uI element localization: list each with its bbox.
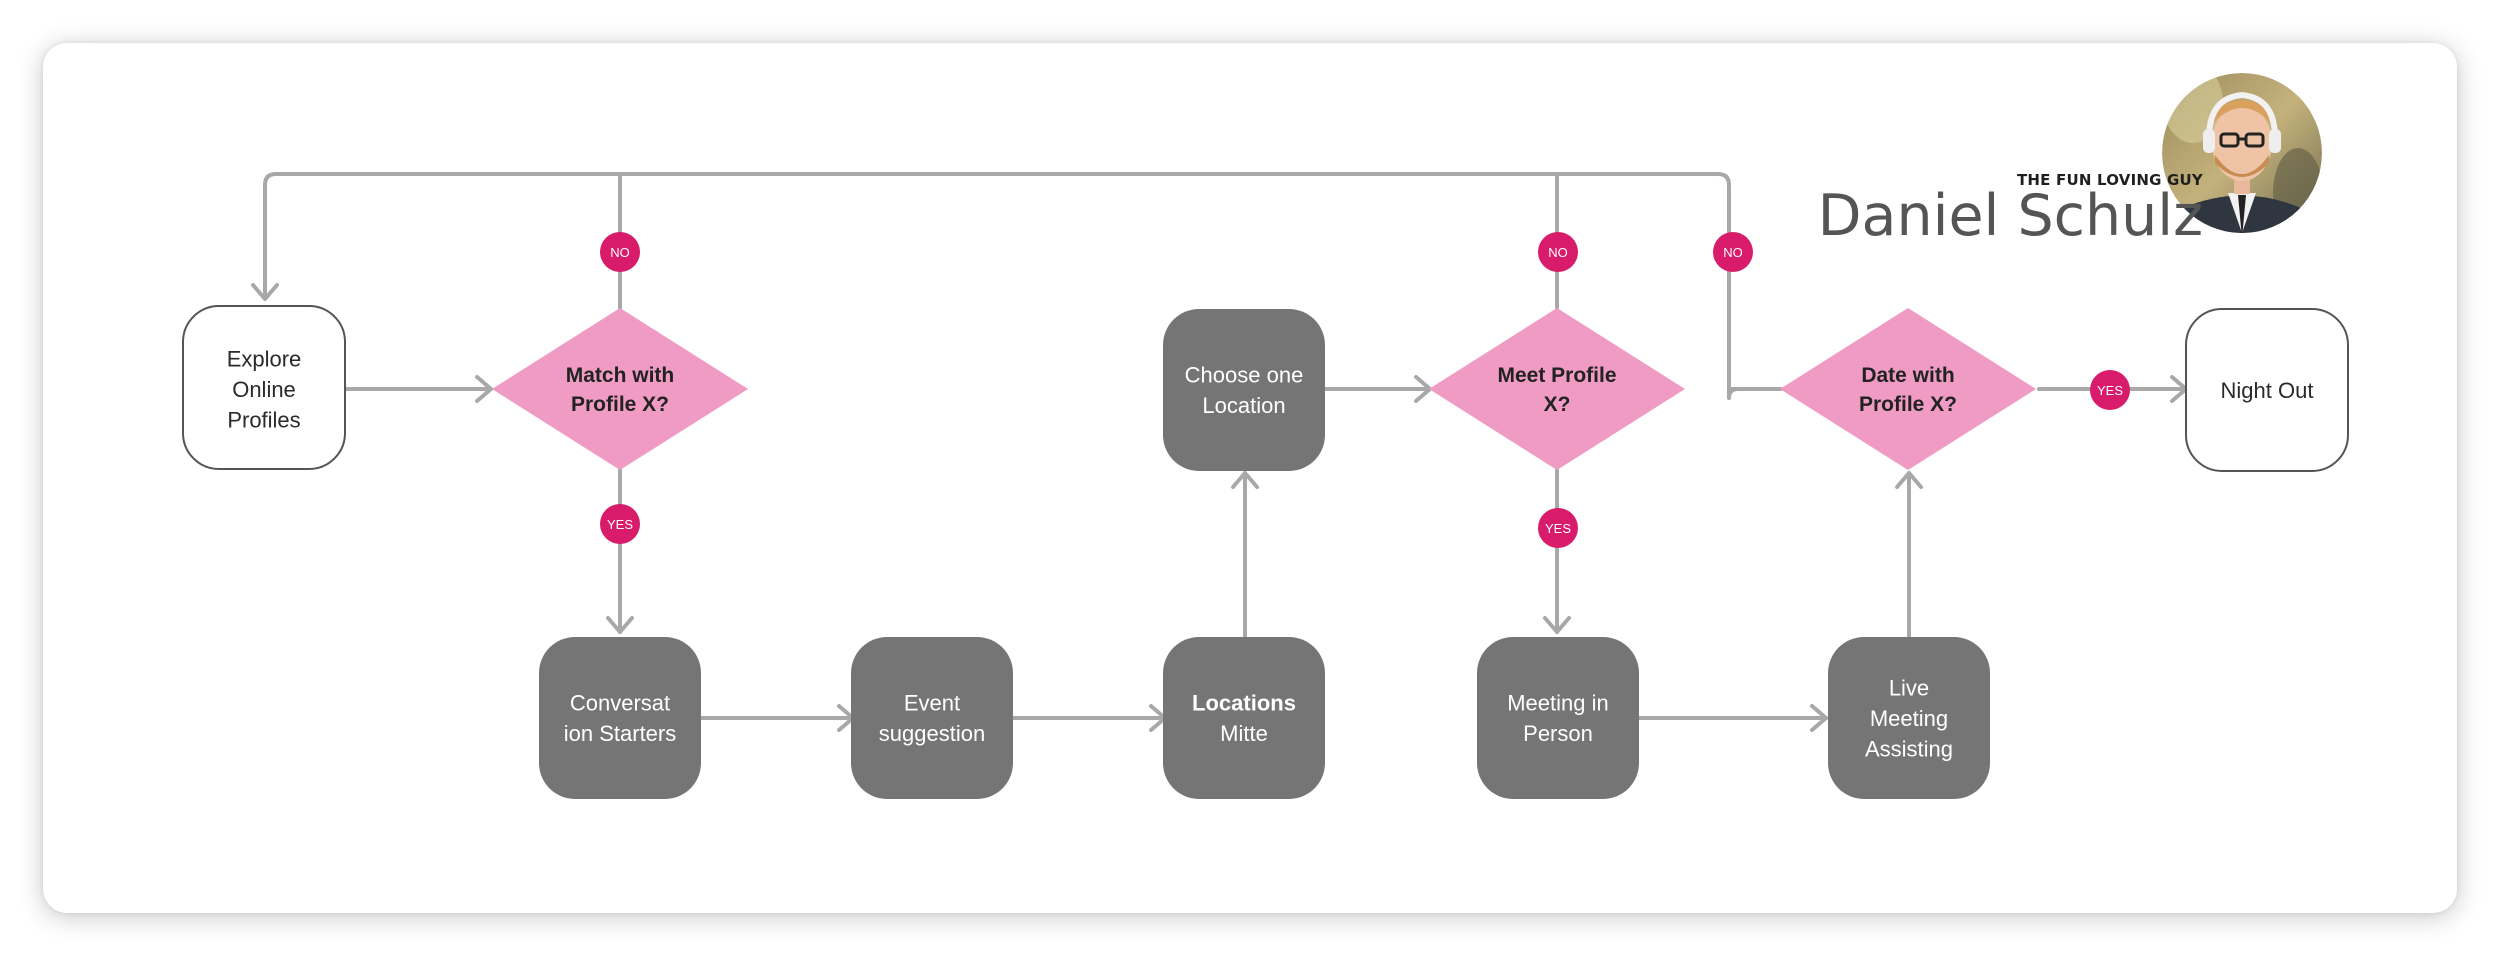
label-line: Night Out bbox=[2221, 378, 2314, 403]
badge-yes-date-text: YES bbox=[2097, 383, 2123, 398]
process-meeting-in-person: Meeting in Person bbox=[1477, 637, 1639, 799]
badge-yes-match-text: YES bbox=[607, 517, 633, 532]
label-line: Event bbox=[904, 691, 960, 716]
label-line: Profile X? bbox=[571, 393, 669, 416]
loop-line bbox=[263, 172, 1740, 400]
node-night-out: Night Out bbox=[2185, 308, 2349, 472]
label-line: Profile X? bbox=[1859, 393, 1957, 416]
badge-yes-meet: YES bbox=[1538, 508, 1578, 548]
badge-yes-match: YES bbox=[600, 504, 640, 544]
process-event-suggestion: Event suggestion bbox=[851, 637, 1013, 799]
persona-tag: THE FUN LOVING GUY bbox=[2016, 171, 2203, 189]
arrowhead bbox=[606, 616, 634, 634]
label-line: Assisting bbox=[1865, 736, 1953, 761]
process-conversation-label: Conversat ion Starters bbox=[564, 691, 677, 746]
arrowhead bbox=[1895, 471, 1923, 489]
label-line: Mitte bbox=[1220, 721, 1268, 746]
arrowhead bbox=[1543, 616, 1571, 634]
label-line: Meeting bbox=[1870, 706, 1948, 731]
badge-no-date-text: NO bbox=[1723, 245, 1743, 260]
arrowhead bbox=[1810, 704, 1828, 732]
arrowhead bbox=[475, 375, 493, 403]
badge-no-meet: NO bbox=[1538, 232, 1578, 272]
label-line: Choose one bbox=[1185, 363, 1304, 388]
label-line: Live bbox=[1889, 676, 1929, 701]
label-line: suggestion bbox=[879, 721, 985, 746]
label-line: Person bbox=[1523, 721, 1593, 746]
badge-no-date: NO bbox=[1713, 232, 1753, 272]
label-line: Match with bbox=[566, 364, 675, 387]
label-line: Profiles bbox=[227, 407, 300, 432]
label-line: X? bbox=[1544, 393, 1571, 416]
label-line: Location bbox=[1202, 393, 1285, 418]
badge-yes-meet-text: YES bbox=[1545, 521, 1571, 536]
label-line: ion Starters bbox=[564, 721, 677, 746]
label-line: Conversat bbox=[570, 691, 670, 716]
badge-no-meet-text: NO bbox=[1548, 245, 1568, 260]
label-line: Date with bbox=[1861, 364, 1954, 387]
arrowhead-explore bbox=[251, 283, 279, 301]
label-line: Locations bbox=[1192, 691, 1296, 716]
label-line: Meeting in bbox=[1507, 691, 1609, 716]
connectors bbox=[251, 172, 2188, 732]
node-night-label: Night Out bbox=[2221, 378, 2314, 403]
label-line: Explore bbox=[227, 347, 302, 372]
badge-no-match: NO bbox=[600, 232, 640, 272]
process-conversation-starters: Conversat ion Starters bbox=[539, 637, 701, 799]
process-event-label: Event suggestion bbox=[879, 691, 985, 746]
label-line: Meet Profile bbox=[1497, 364, 1616, 387]
process-meeting-label: Meeting in Person bbox=[1507, 691, 1609, 746]
label-line: Online bbox=[232, 377, 296, 402]
arrowhead bbox=[1231, 471, 1259, 489]
persona-name: Daniel Schulz bbox=[1817, 183, 2203, 249]
badge-no-match-text: NO bbox=[610, 245, 630, 260]
badge-yes-date: YES bbox=[2090, 370, 2130, 410]
